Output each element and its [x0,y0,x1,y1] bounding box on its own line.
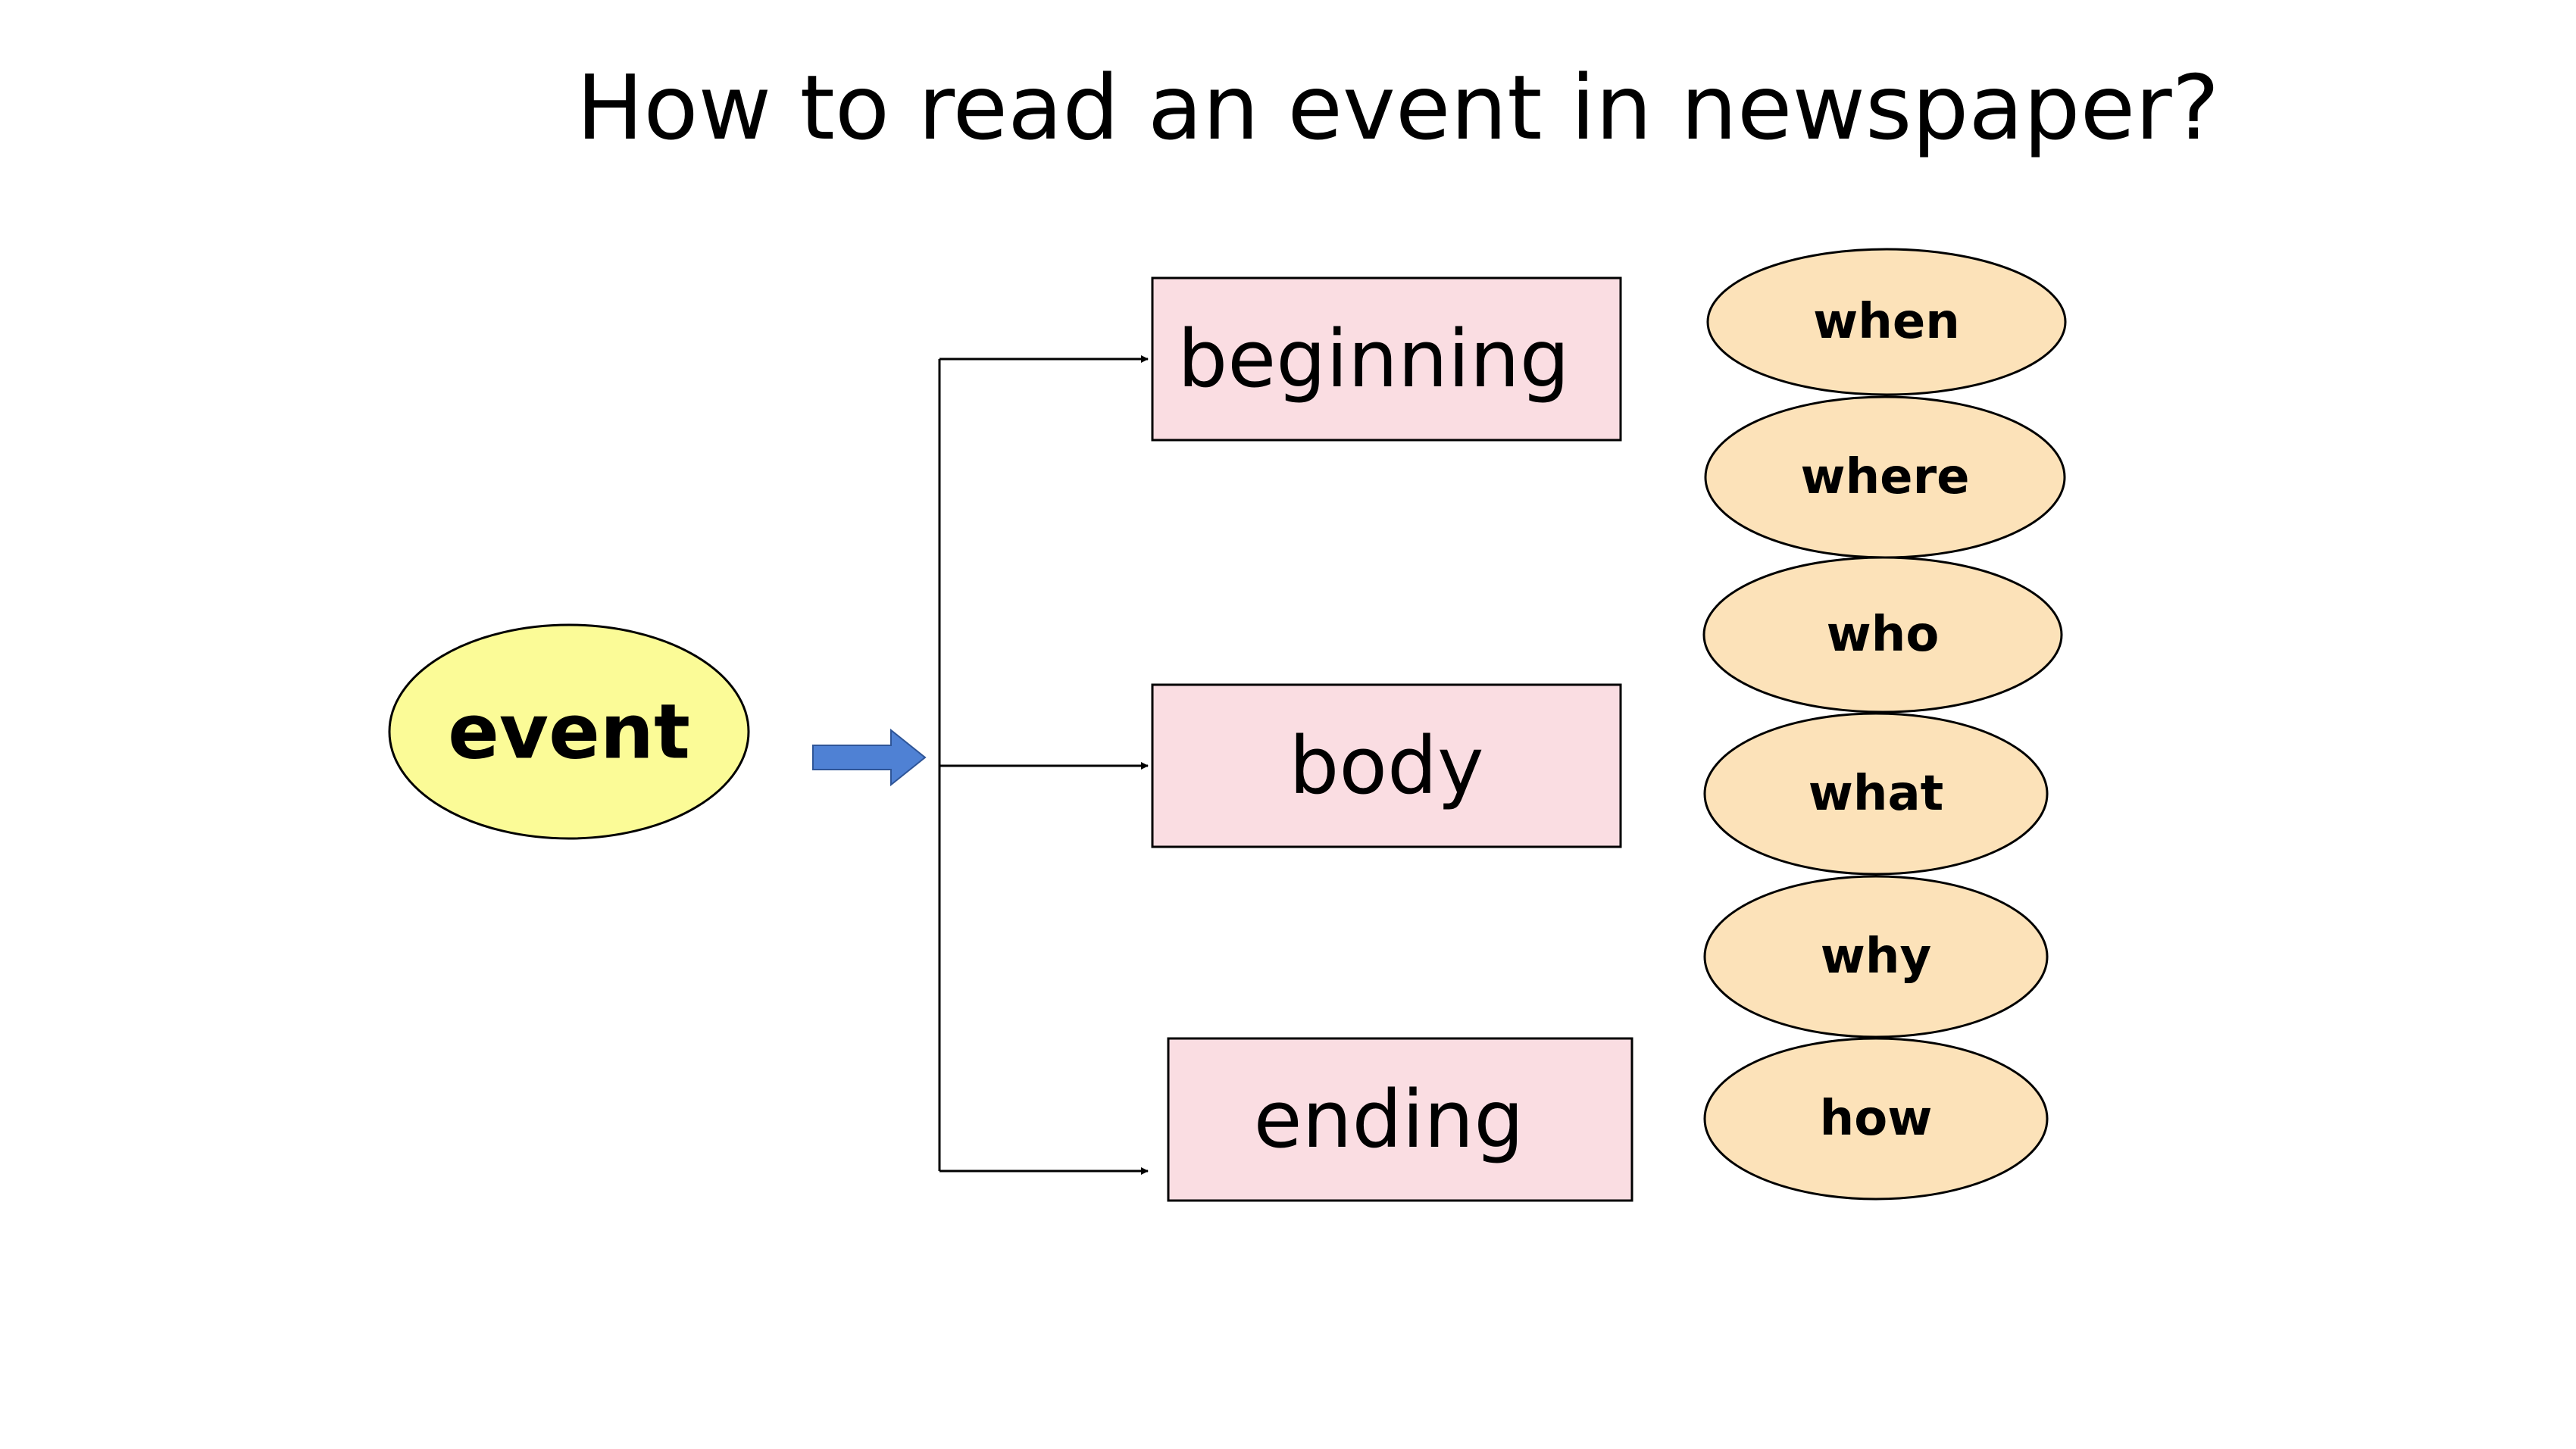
event-node [388,623,750,840]
connector-lines [938,355,1149,1175]
question-label-what: what [1809,766,1943,822]
question-node-when [1706,248,2067,396]
section-label-ending: ending [1254,1073,1524,1166]
question-node-how [1703,1037,2049,1201]
right-arrow-icon [812,728,927,787]
question-node-why [1703,875,2049,1038]
question-node-what [1703,712,2049,876]
section-box-beginning [1151,276,1622,442]
diagram-title: How to read an event in newspaper? [577,55,2220,160]
question-label-where: where [1800,449,1969,505]
section-label-beginning: beginning [1177,313,1570,405]
question-label-when: when [1813,294,1960,350]
section-label-body: body [1289,720,1483,812]
section-box-ending [1167,1037,1633,1202]
event-node-label: event [448,688,690,776]
question-label-how: how [1820,1091,1933,1147]
question-label-who: who [1827,607,1940,663]
question-node-who [1702,556,2063,714]
section-box-body [1151,683,1622,848]
question-label-why: why [1821,929,1931,985]
